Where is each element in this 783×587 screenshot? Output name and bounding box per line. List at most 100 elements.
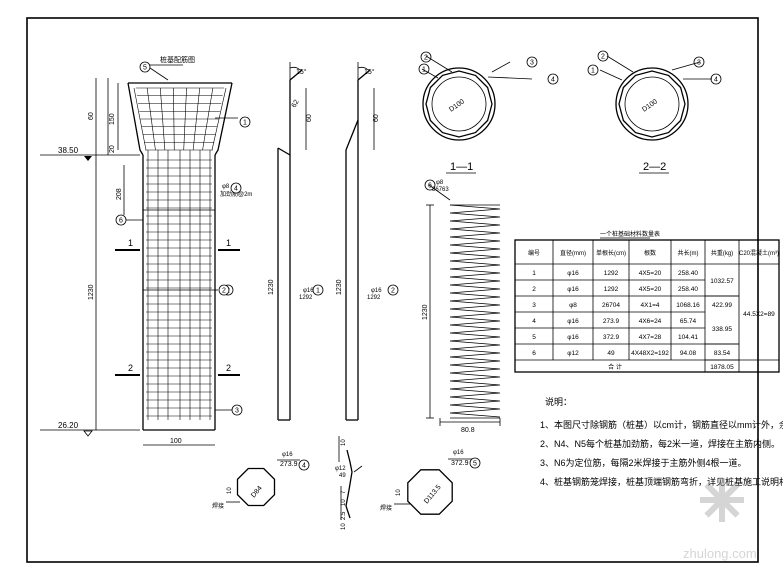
table-cell: 94.08: [680, 350, 697, 357]
table-cell: 1: [532, 270, 536, 277]
table-cell: 258.40: [678, 286, 698, 293]
table-cell: φ16: [567, 318, 579, 325]
ring-a-note: 焊接: [212, 502, 224, 510]
svg-text:1: 1: [243, 120, 247, 127]
table-cell: 4X7=28: [639, 334, 662, 341]
table-cell: 273.9: [603, 318, 620, 325]
section-2-d100: D100: [641, 98, 659, 113]
section-mark-2-left: 2: [128, 363, 133, 373]
svg-text:4: 4: [302, 463, 306, 470]
hook-dim-0: 10: [341, 439, 347, 446]
note-1: 1、本图尺寸除钢筋（桩基）以cm计，钢筋直径以mm计外，余均以厘米计。: [540, 419, 783, 430]
ring-a-len: 273.9: [280, 461, 298, 468]
table-cell: 1292: [604, 270, 619, 277]
dim-20: 20: [109, 145, 116, 153]
callout-4: 4: [298, 459, 310, 471]
elev-bottom: 26.20: [58, 421, 79, 430]
svg-text:1: 1: [591, 68, 595, 75]
callout-4: 4: [547, 73, 559, 85]
table-cell: φ16: [567, 286, 579, 293]
table-cell: 338.95: [712, 326, 732, 333]
table-cell: 4X48X2=192: [631, 350, 669, 357]
callout-3: 3: [526, 56, 538, 68]
svg-text:3: 3: [530, 60, 534, 67]
material-table: 一个桩基础材料数量表 编号直径(mm)单根长(cm)根数共长(m)共重(kg)C…: [514, 230, 780, 373]
table-concrete-value: 44.5X2=89: [743, 311, 775, 318]
note-3: 3、N6为定位筋，每隔2米焊接于主筋外侧4根一道。: [540, 457, 747, 468]
table-cell: 258.40: [678, 270, 698, 277]
rebar-phi16-a: φ16: [303, 288, 314, 294]
callout-2: 2: [218, 284, 230, 296]
pile-elevation: 桩基配筋图 38.50 26.20 60 150 20 208 1230 100: [40, 55, 252, 446]
pile-title: 桩基配筋图: [160, 55, 195, 64]
callout-1: 1: [587, 64, 599, 76]
dim-60: 60: [88, 112, 95, 120]
table-header: 单根长(cm): [596, 249, 626, 257]
rebar-phi8-label: φ8: [222, 184, 230, 190]
table-cell: φ16: [567, 270, 579, 277]
spiral-dim-1230: 1230: [422, 304, 429, 320]
table-cell: 1292: [604, 286, 619, 293]
callout-4: 4: [710, 73, 722, 85]
note-4: 4、桩基钢筋笼焊接，桩基顶端钢筋弯折，详见桩基施工说明相关规范。: [540, 476, 783, 487]
rebar-len-b: 1292: [367, 295, 381, 301]
table-cell: 26704: [602, 302, 620, 309]
spiral-length: 36763: [432, 187, 449, 193]
zhulong-logo: zhulong.com: [683, 478, 757, 561]
table-cell: 83.54: [714, 350, 731, 357]
section-mark-1-left: 1: [128, 238, 133, 248]
table-cell: φ8: [569, 302, 577, 309]
section-2-2: D100 2—2: [599, 55, 712, 174]
table-cell: 6: [532, 350, 536, 357]
table-total-value: 1878.05: [710, 364, 734, 371]
dim-1230: 1230: [88, 284, 95, 300]
callout-2: 2: [387, 284, 399, 296]
section-1-1: D100 1—1: [421, 55, 533, 174]
rebar-phi16-b: φ16: [371, 288, 382, 294]
svg-text:5: 5: [473, 461, 477, 468]
sheet-border: [26, 17, 759, 563]
svg-text:5: 5: [143, 65, 147, 72]
table-cell: 2: [532, 286, 536, 293]
table-header: 共长(m): [678, 249, 699, 257]
callout-1: 1: [312, 284, 324, 296]
svg-text:3: 3: [697, 60, 701, 67]
bar-n2-detail: 15° 60 1230 φ16 1292: [336, 62, 382, 421]
ring-b-len: 372.9: [451, 460, 469, 467]
ring-a-phi: φ16: [282, 452, 293, 458]
svg-text:4: 4: [714, 77, 718, 84]
callout-1: 1: [239, 116, 251, 128]
top-cage: [133, 87, 227, 151]
dim-62: 62: [291, 99, 301, 109]
dim-208: 208: [116, 188, 123, 200]
table-cell: 4X6=24: [639, 318, 662, 325]
dim-1230-b: 1230: [268, 279, 275, 295]
table-cell: φ16: [567, 334, 579, 341]
table-cell: 4X5=20: [639, 286, 662, 293]
rebar-len-a: 1292: [299, 295, 313, 301]
ring-b-d: D113.5: [423, 484, 443, 505]
section-1-label: 1—1: [450, 161, 473, 173]
table-cell: φ12: [567, 350, 579, 357]
table-header: 直径(mm): [560, 249, 586, 257]
table-cell: 65.74: [680, 318, 697, 325]
svg-text:2: 2: [424, 55, 428, 62]
angle-15-a: 15°: [296, 68, 307, 76]
ring-b-note: 焊接: [380, 504, 392, 512]
table-cell: 372.9: [603, 334, 620, 341]
svg-text:6: 6: [119, 218, 123, 225]
dim-60-b: 60: [373, 114, 380, 122]
watermark-text: zhulong.com: [683, 546, 757, 561]
circle-labels: 51234612341234645212: [115, 50, 722, 471]
table-cell: 3: [532, 302, 536, 309]
spiral-dim-80: 80.8: [461, 427, 475, 434]
table-cell: 49: [607, 350, 615, 357]
ring-a-d: D84: [250, 485, 264, 499]
table-header: 共重(kg): [711, 249, 733, 257]
table-cell: 1032.57: [710, 278, 734, 285]
svg-text:2: 2: [601, 54, 605, 61]
hook-dim-1: 7: [341, 490, 347, 494]
hook-n6-detail: φ12 49 10 7 10 2.5 10: [335, 436, 363, 530]
